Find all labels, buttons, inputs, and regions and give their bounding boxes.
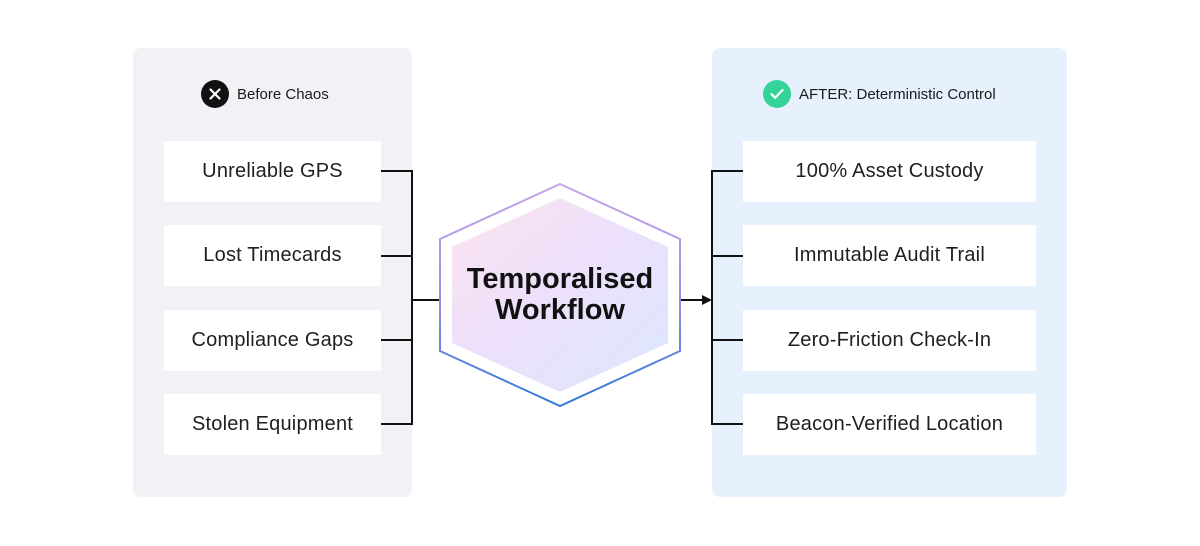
after-item: Zero-Friction Check-In <box>743 310 1036 371</box>
center-label-line1: Temporalised <box>466 263 654 295</box>
after-item: Immutable Audit Trail <box>743 225 1036 286</box>
before-item: Compliance Gaps <box>164 310 381 371</box>
arrow-head-icon <box>702 295 712 305</box>
before-item: Lost Timecards <box>164 225 381 286</box>
after-item: 100% Asset Custody <box>743 141 1036 202</box>
before-item: Stolen Equipment <box>164 394 381 455</box>
check-icon <box>763 80 791 108</box>
after-header: AFTER: Deterministic Control <box>763 80 996 108</box>
close-icon <box>201 80 229 108</box>
after-item: Beacon-Verified Location <box>743 394 1036 455</box>
right-bracket <box>680 170 743 425</box>
before-item: Unreliable GPS <box>164 141 381 202</box>
after-title: AFTER: Deterministic Control <box>799 85 996 103</box>
left-bracket <box>381 170 441 425</box>
center-label: Temporalised Workflow <box>440 264 680 326</box>
before-header: Before Chaos <box>201 80 329 108</box>
center-label-line2: Workflow <box>495 294 625 326</box>
hexagon-fill <box>452 198 668 392</box>
before-title: Before Chaos <box>237 85 329 103</box>
